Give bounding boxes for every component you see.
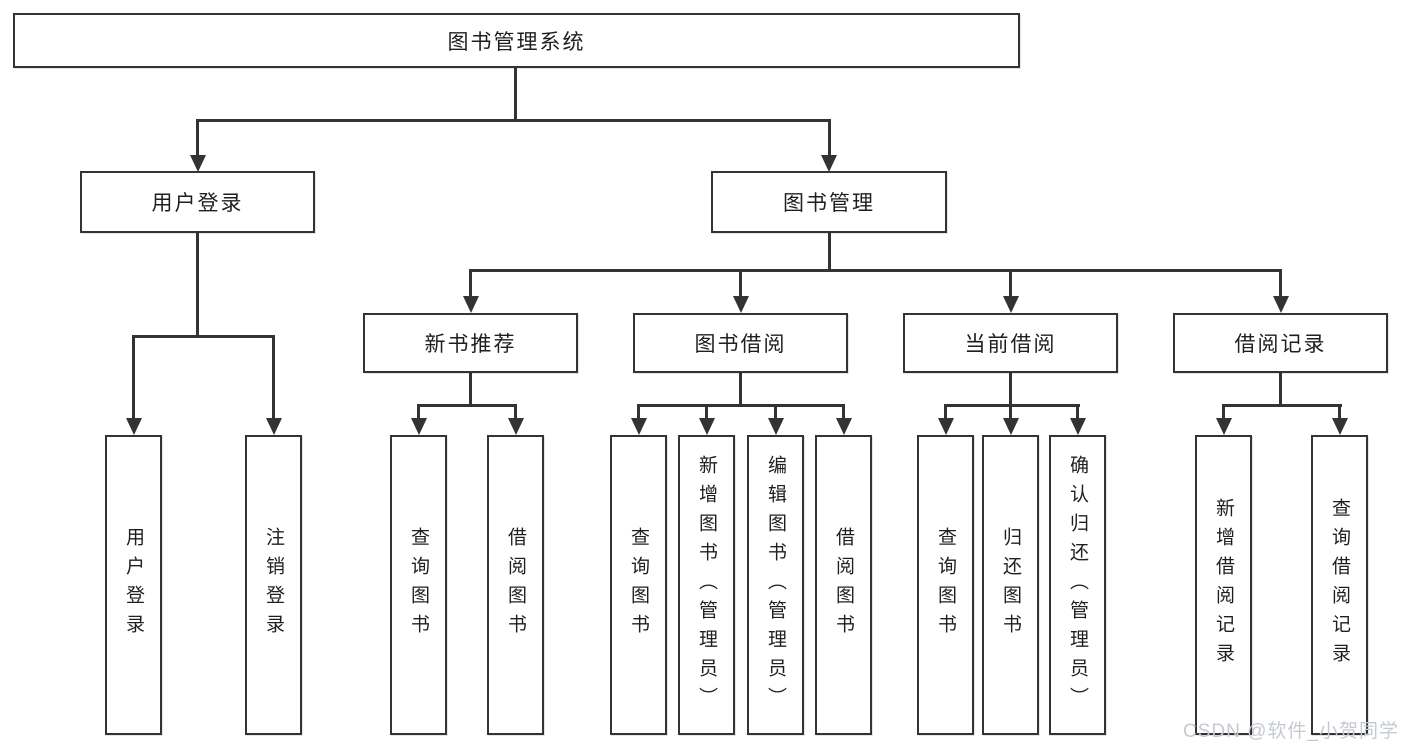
node-new-book-recommend: 新书推荐 (363, 313, 578, 373)
connector-line (1009, 372, 1012, 407)
connector-line (514, 404, 517, 421)
connector-line (1222, 404, 1342, 407)
arrow-down-icon (1003, 296, 1019, 313)
connector-line (1279, 269, 1282, 299)
connector-line (944, 404, 1080, 407)
leaf-label: 查询图书 (408, 527, 429, 643)
connector-line (469, 269, 1282, 272)
node-label: 当前借阅 (964, 333, 1057, 356)
connector-line (944, 404, 947, 421)
csdn-watermark: CSDN @软件_小贺同学 (1183, 721, 1399, 742)
connector-line (739, 269, 742, 299)
connector-line (1279, 372, 1282, 407)
leaf-user-login: 用户登录 (105, 435, 162, 735)
leaf-edit-book-admin: 编辑图书（管理员） (747, 435, 804, 735)
leaf-label: 借阅图书 (833, 527, 854, 643)
leaf-label: 用户登录 (123, 527, 144, 643)
node-borrowing-records: 借阅记录 (1173, 313, 1388, 373)
node-book-management: 图书管理 (711, 171, 947, 233)
arrow-down-icon (126, 418, 142, 435)
leaf-confirm-return-admin: 确认归还（管理员） (1049, 435, 1106, 735)
node-current-borrowing: 当前借阅 (903, 313, 1118, 373)
leaf-label: 新增图书（管理员） (696, 454, 717, 716)
leaf-borrow-books: 借阅图书 (815, 435, 872, 735)
leaf-add-borrow-record: 新增借阅记录 (1195, 435, 1252, 735)
leaf-query-books: 查询图书 (610, 435, 667, 735)
leaf-borrow-books: 借阅图书 (487, 435, 544, 735)
leaf-label: 归还图书 (1000, 527, 1021, 643)
arrow-down-icon (411, 418, 427, 435)
leaf-query-borrow-record: 查询借阅记录 (1311, 435, 1368, 735)
arrow-down-icon (699, 418, 715, 435)
connector-line (196, 119, 831, 122)
connector-line (1076, 404, 1079, 421)
arrow-down-icon (190, 155, 206, 172)
connector-line (196, 232, 199, 338)
leaf-label: 查询图书 (628, 527, 649, 643)
connector-line (132, 335, 275, 338)
arrow-down-icon (1216, 418, 1232, 435)
connector-line (739, 372, 742, 407)
arrow-down-icon (733, 296, 749, 313)
arrow-down-icon (1273, 296, 1289, 313)
connector-line (705, 404, 708, 421)
arrow-down-icon (631, 418, 647, 435)
arrow-down-icon (836, 418, 852, 435)
arrow-down-icon (508, 418, 524, 435)
arrow-down-icon (266, 418, 282, 435)
connector-line (272, 335, 275, 421)
connector-line (196, 119, 199, 157)
node-label: 用户登录 (151, 192, 244, 215)
connector-line (637, 404, 640, 421)
connector-line (469, 269, 472, 299)
connector-line (842, 404, 845, 421)
node-label: 借阅记录 (1234, 333, 1327, 356)
connector-line (132, 335, 135, 421)
leaf-logout: 注销登录 (245, 435, 302, 735)
arrow-down-icon (1332, 418, 1348, 435)
leaf-add-book-admin: 新增图书（管理员） (678, 435, 735, 735)
node-label: 图书借阅 (694, 333, 787, 356)
leaf-query-books: 查询图书 (917, 435, 974, 735)
node-label: 新书推荐 (424, 333, 517, 356)
connector-line (417, 404, 420, 421)
connector-line (1009, 404, 1012, 421)
node-book-borrowing: 图书借阅 (633, 313, 848, 373)
arrow-down-icon (821, 155, 837, 172)
node-root-system: 图书管理系统 (13, 13, 1020, 68)
arrow-down-icon (1003, 418, 1019, 435)
leaf-query-books: 查询图书 (390, 435, 447, 735)
leaf-label: 借阅图书 (505, 527, 526, 643)
leaf-label: 新增借阅记录 (1213, 498, 1234, 672)
arrow-down-icon (768, 418, 784, 435)
leaf-label: 查询图书 (935, 527, 956, 643)
node-label: 图书管理 (783, 192, 875, 215)
leaf-label: 注销登录 (263, 527, 284, 643)
leaf-label: 编辑图书（管理员） (765, 454, 786, 716)
connector-line (1338, 404, 1341, 421)
arrow-down-icon (463, 296, 479, 313)
connector-line (828, 232, 831, 272)
node-user-login: 用户登录 (80, 171, 315, 233)
connector-line (774, 404, 777, 421)
connector-line (637, 404, 845, 407)
connector-line (1009, 269, 1012, 299)
leaf-label: 确认归还（管理员） (1067, 454, 1088, 716)
connector-line (514, 67, 517, 122)
leaf-return-book: 归还图书 (982, 435, 1039, 735)
arrow-down-icon (938, 418, 954, 435)
connector-line (417, 404, 517, 407)
leaf-label: 查询借阅记录 (1329, 498, 1350, 672)
node-label: 图书管理系统 (447, 30, 586, 54)
connector-line (828, 119, 831, 157)
arrow-down-icon (1070, 418, 1086, 435)
connector-line (469, 372, 472, 407)
connector-line (1222, 404, 1225, 421)
